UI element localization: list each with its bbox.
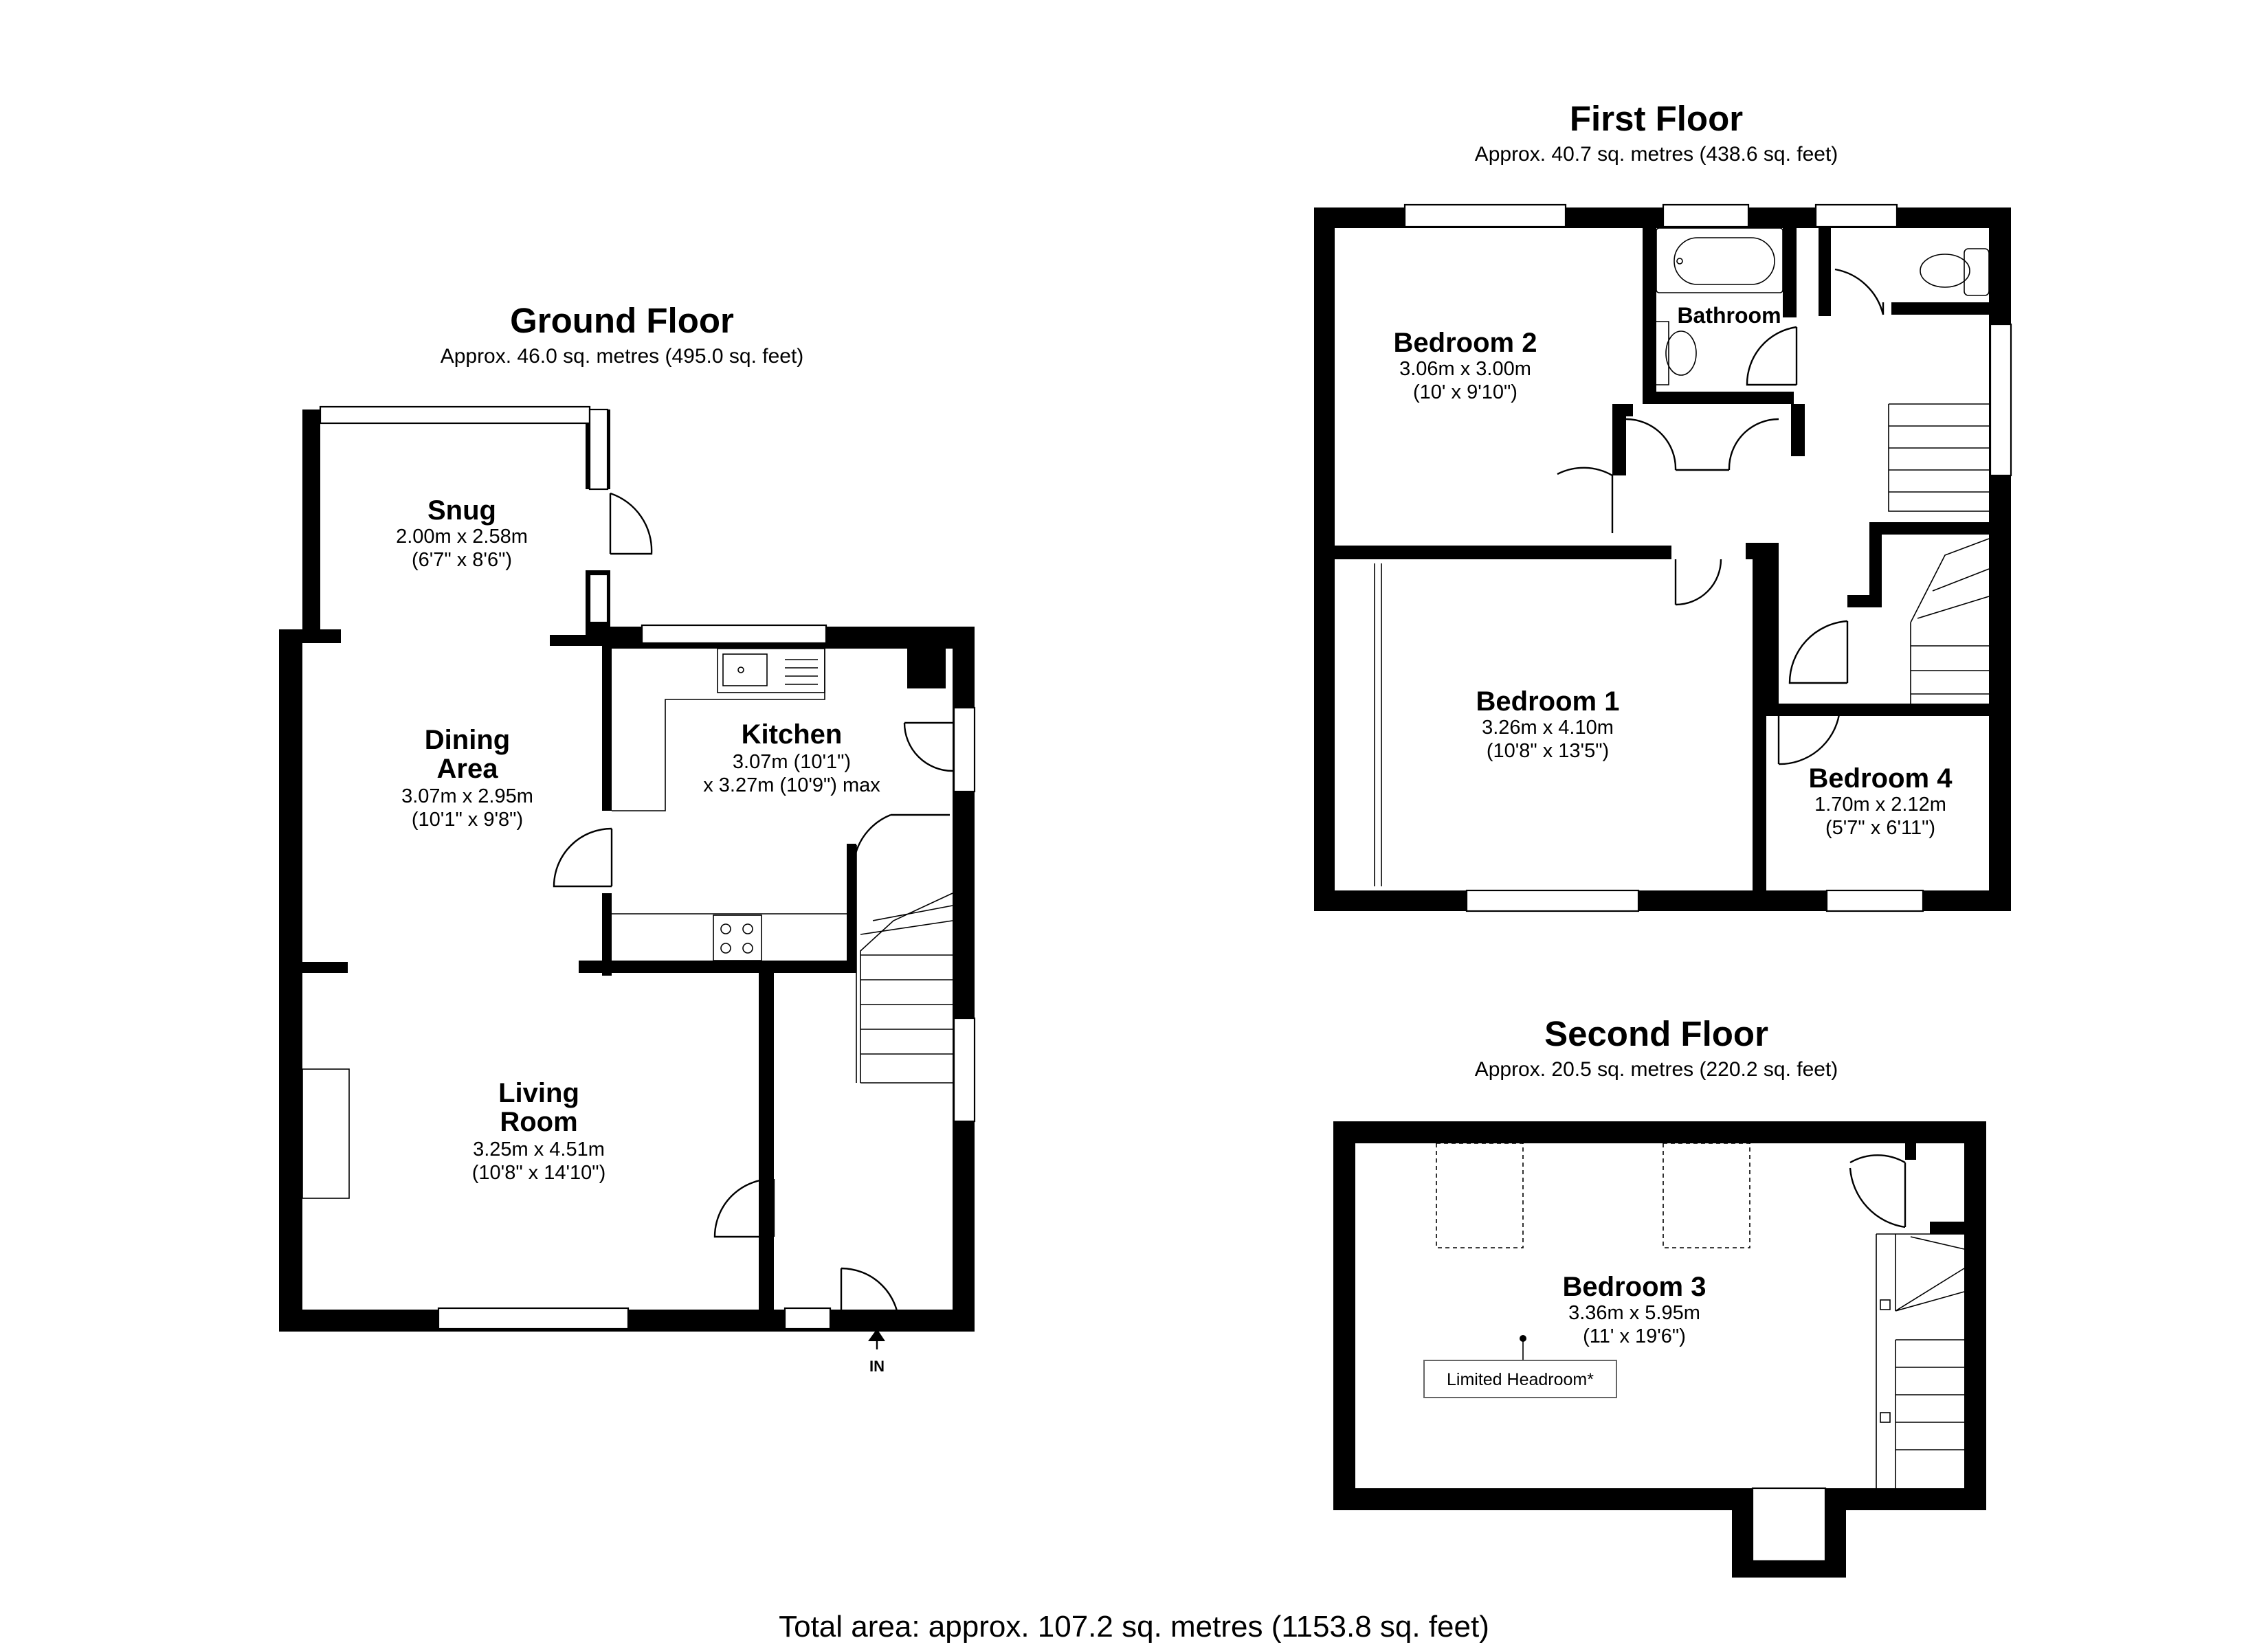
room-label-dining-area: Dining Area 3.07m x 2.95m (10'1" x 9'8"): [401, 725, 533, 831]
ground-floor-area: Approx. 46.0 sq. metres (495.0 sq. feet): [441, 345, 804, 368]
skylight: [1663, 1143, 1750, 1248]
second-floor-stairs: [1876, 1233, 1965, 1488]
room-name: Bedroom 4: [1809, 763, 1953, 794]
basin-icon: [1665, 330, 1697, 376]
room-name-line2: Room: [500, 1107, 577, 1137]
room-label-kitchen: Kitchen 3.07m (10'1") x 3.27m (10'9") ma…: [703, 719, 880, 796]
second-floor-skylights: [1436, 1143, 1750, 1248]
toilet-icon: [1964, 248, 1990, 296]
entrance-arrow-icon: [868, 1329, 885, 1341]
hob-icon: [713, 915, 762, 961]
ground-floor-walls: [279, 410, 975, 1332]
first-floor-windows: [1374, 203, 2012, 912]
room-dimensions-metric: 1.70m x 2.12m: [1814, 794, 1946, 816]
room-dimensions-metric: 3.06m x 3.00m: [1399, 358, 1531, 380]
room-label-living-room: Living Room 3.25m x 4.51m (10'8" x 14'10…: [472, 1078, 606, 1184]
room-label-bedroom-2: Bedroom 2 3.06m x 3.00m (10' x 9'10"): [1394, 328, 1537, 403]
room-label-bedroom-4: Bedroom 4 1.70m x 2.12m (5'7" x 6'11"): [1809, 763, 1953, 839]
room-dimensions-line1: 3.07m (10'1"): [733, 751, 851, 773]
room-name: Bedroom 3: [1563, 1272, 1706, 1302]
room-name: Kitchen: [742, 719, 843, 750]
first-floor-stairs: [1888, 403, 1990, 704]
kitchen-fittings: [612, 648, 847, 961]
second-floor-title: Second Floor: [1544, 1014, 1768, 1053]
ground-floor-title: Ground Floor: [510, 301, 734, 340]
room-dimensions-metric: 3.26m x 4.10m: [1482, 717, 1614, 739]
ground-floor: Ground Floor Approx. 46.0 sq. metres (49…: [279, 301, 976, 1375]
room-dimensions-metric: 3.25m x 4.51m: [473, 1138, 605, 1160]
room-dimensions-imperial: (10'8" x 14'10"): [472, 1162, 606, 1184]
room-dimensions-metric: 3.07m x 2.95m: [401, 785, 533, 807]
room-dimensions-imperial: (11' x 19'6"): [1583, 1325, 1686, 1347]
second-floor-area: Approx. 20.5 sq. metres (220.2 sq. feet): [1475, 1058, 1838, 1081]
limited-headroom-note: Limited Headroom*: [1447, 1370, 1594, 1389]
entrance-marker: IN: [868, 1329, 885, 1375]
room-name: Bathroom: [1677, 303, 1781, 328]
first-floor-doors: [1557, 268, 1885, 765]
room-label-snug: Snug 2.00m x 2.58m (6'7" x 8'6"): [396, 495, 528, 571]
room-name-line1: Living: [498, 1078, 579, 1108]
sink-icon: [717, 648, 825, 693]
entrance-label: IN: [869, 1358, 885, 1375]
room-name: Bedroom 2: [1394, 328, 1537, 358]
ground-floor-stairs: [856, 845, 953, 1084]
room-dimensions-imperial: (6'7" x 8'6"): [412, 549, 512, 571]
ground-floor-doors: [553, 492, 953, 1327]
skylight: [1436, 1143, 1524, 1248]
room-name: Bedroom 1: [1476, 686, 1620, 717]
room-dimensions-metric: 2.00m x 2.58m: [396, 526, 528, 548]
room-dimensions-line2: x 3.27m (10'9") max: [703, 774, 880, 796]
room-name-line2: Area: [437, 754, 499, 784]
first-floor-title: First Floor: [1570, 99, 1743, 138]
room-label-bedroom-3: Bedroom 3 3.36m x 5.95m (11' x 19'6") Li…: [1423, 1272, 1706, 1398]
bath-icon: [1656, 227, 1783, 293]
room-name: Snug: [427, 495, 496, 526]
second-floor-walls: [1333, 1121, 1986, 1578]
room-dimensions-metric: 3.36m x 5.95m: [1568, 1302, 1700, 1324]
bathroom-fittings: [1656, 227, 1990, 385]
room-label-bedroom-1: Bedroom 1 3.26m x 4.10m (10'8" x 13'5"): [1476, 686, 1620, 762]
second-floor: Second Floor Approx. 20.5 sq. metres (22…: [1333, 1014, 1986, 1578]
room-dimensions-imperial: (10'8" x 13'5"): [1487, 740, 1609, 762]
room-name-line1: Dining: [425, 725, 510, 755]
room-dimensions-imperial: (10' x 9'10"): [1413, 381, 1517, 403]
second-floor-door: [1849, 1154, 1906, 1229]
room-dimensions-imperial: (5'7" x 6'11"): [1825, 817, 1935, 839]
room-label-bathroom: Bathroom: [1677, 303, 1781, 328]
first-floor: First Floor Approx. 40.7 sq. metres (438…: [1314, 99, 2012, 912]
first-floor-area: Approx. 40.7 sq. metres (438.6 sq. feet): [1475, 143, 1838, 166]
ground-floor-windows: [319, 405, 976, 1330]
total-area: Total area: approx. 107.2 sq. metres (11…: [779, 1610, 1489, 1644]
room-dimensions-imperial: (10'1" x 9'8"): [412, 809, 523, 831]
